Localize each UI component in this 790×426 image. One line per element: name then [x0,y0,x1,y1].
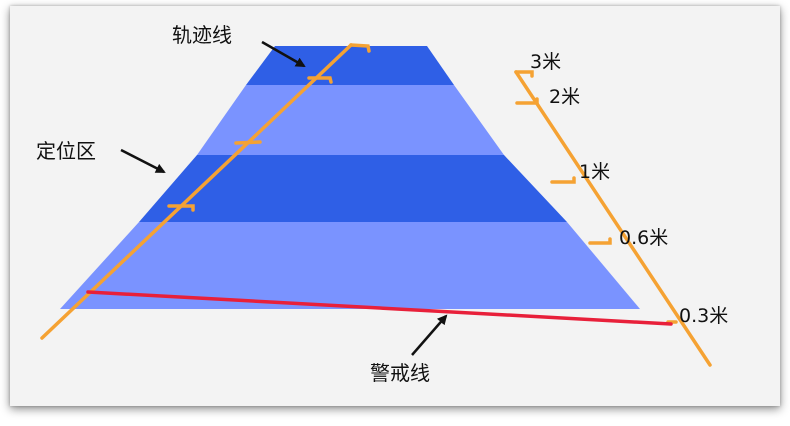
distance-mark-03m: 0.3米 [679,305,728,327]
zone-pointer-arrow [120,148,166,174]
trajectory-tick [234,140,262,145]
warning-line [86,290,673,326]
band-far-dark [246,46,454,85]
band-mid-dark [139,155,567,222]
distance-scale-line [514,70,712,367]
trajectory-tick [307,76,333,84]
scale-tick-2m [515,97,539,105]
positioning-zone-label: 定位区 [36,139,96,163]
scale-tick-3m [514,70,534,78]
trajectory-tick [167,204,195,212]
positioning-zone [60,46,640,309]
trajectory-tick [349,43,371,53]
distance-mark-1m: 1米 [579,161,610,183]
warning-pointer-arrow [411,314,448,356]
trajectory-line-label: 轨迹线 [172,23,232,47]
scale-tick-06m [588,237,612,245]
scale-tick-1m [550,176,576,184]
band-near-light [60,222,640,309]
distance-mark-2m: 2米 [549,86,580,108]
distance-mark-3m: 3米 [530,51,561,73]
left-trajectory-line [40,43,371,340]
distance-mark-06m: 0.6米 [619,227,668,249]
warning-line-label: 警戒线 [370,361,430,385]
trajectory-pointer-arrow [261,40,306,68]
band-light-1 [197,85,504,155]
